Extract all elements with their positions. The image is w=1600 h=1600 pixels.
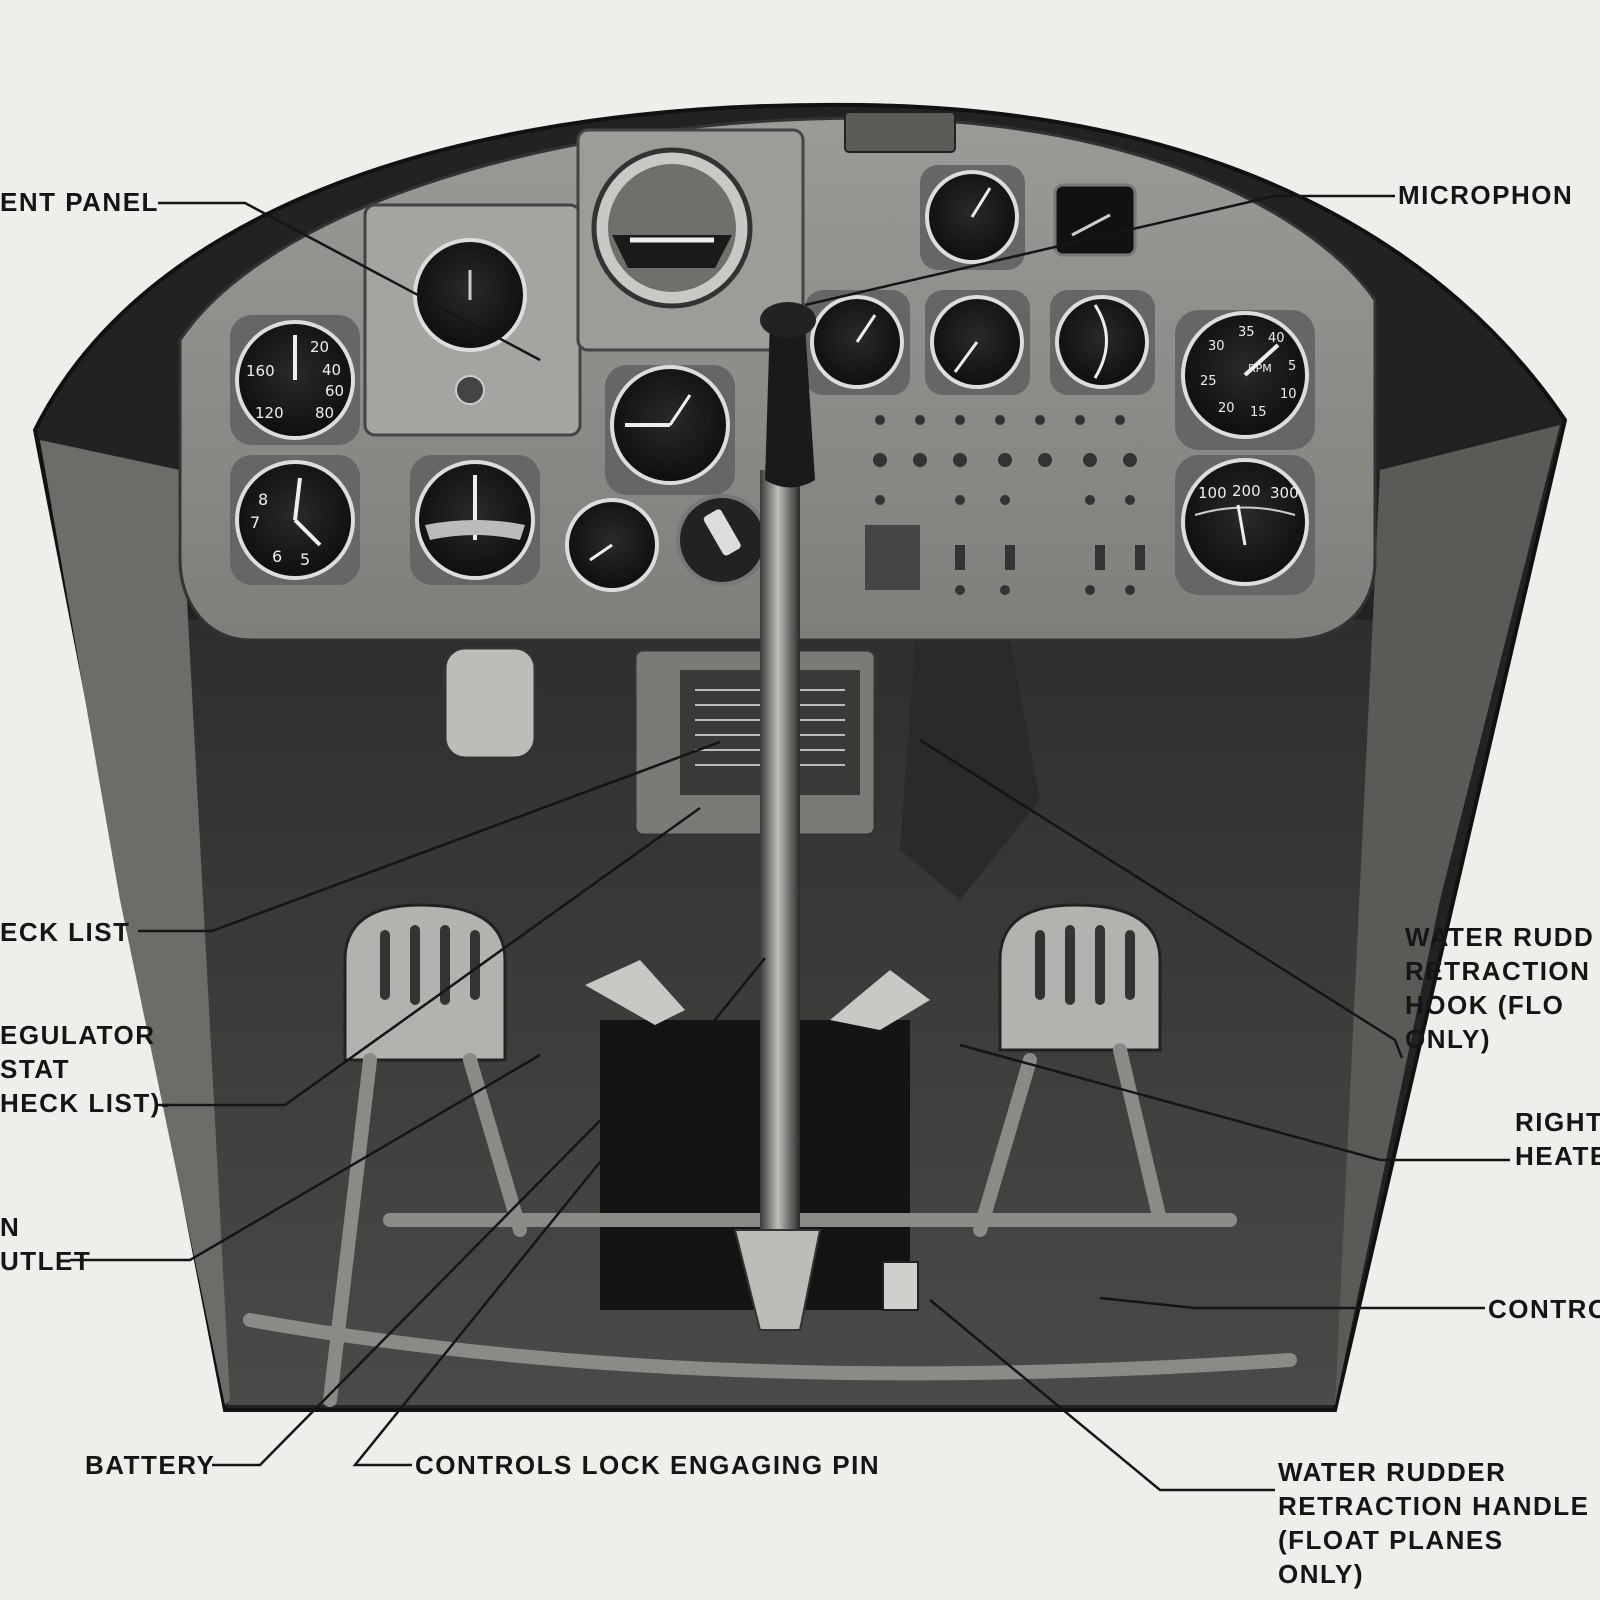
pressure-gauge [925, 290, 1030, 395]
label-water-rudder-handle-line-1: WATER RUDDER [1278, 1457, 1507, 1487]
fuel-gauge [1050, 290, 1155, 395]
manifold-gauge [920, 165, 1025, 270]
clock-gauge: 7 8 6 5 [230, 455, 360, 585]
label-water-rudder-hook: WATER RUDD RETRACTION HOOK (FLO ONLY) [1405, 920, 1594, 1056]
label-regulator-line-3: HECK LIST)- [0, 1088, 172, 1118]
left-side-wall [40, 440, 230, 1405]
tach-unit-label: RPM [1248, 362, 1272, 375]
clock-tick-6: 6 [272, 547, 282, 566]
switch-panel [865, 415, 1145, 595]
tach-tick-35: 35 [1238, 325, 1255, 340]
controls-lock-pin [882, 1261, 919, 1311]
temp-tick-100: 100 [1198, 484, 1227, 502]
airspeed-tick-80: 80 [315, 404, 334, 422]
label-water-rudder-handle: WATER RUDDER RETRACTION HANDLE (FLOAT PL… [1278, 1455, 1590, 1591]
tach-tick-20: 20 [1218, 401, 1235, 416]
airspeed-tick-20: 20 [310, 338, 329, 356]
tach-tick-25: 25 [1200, 374, 1217, 389]
label-regulator-line-2: STAT [0, 1054, 71, 1084]
label-water-rudder-hook-line-1: WATER RUDD [1405, 922, 1595, 952]
data-plate [844, 111, 956, 153]
label-right-heater: RIGHT HEATE [1515, 1105, 1600, 1173]
label-water-rudder-hook-line-2: RETRACTION [1405, 956, 1591, 986]
label-battery: BATTERY [85, 1450, 216, 1480]
label-outlet: N UTLET [0, 1210, 91, 1278]
small-gauge-lower [565, 498, 659, 592]
clock-tick-8: 8 [258, 490, 268, 509]
label-right-heater-line-1: RIGHT [1515, 1107, 1600, 1137]
microphone-body [443, 646, 537, 760]
label-water-rudder-hook-line-4: ONLY) [1405, 1024, 1491, 1054]
compass-gauge [413, 238, 527, 405]
label-check-list: ECK LIST [0, 917, 131, 947]
tach-tick-5: 5 [1288, 359, 1296, 374]
artificial-horizon-gauge [591, 147, 753, 309]
turn-indicator-gauge [410, 455, 540, 585]
label-water-rudder-handle-line-4: ONLY) [1278, 1559, 1364, 1589]
right-rudder-pedal [998, 903, 1162, 1052]
tach-tick-30: 30 [1208, 339, 1225, 354]
control-stick-knob [760, 302, 816, 338]
label-control: CONTRO [1488, 1294, 1600, 1324]
leader-outlet [70, 1053, 541, 1262]
left-brake-lever [585, 960, 685, 1025]
temperature-gauge: 100 200 300 [1175, 455, 1315, 595]
leader-control [1099, 1296, 1485, 1310]
tach-tick-15: 15 [1250, 405, 1267, 420]
label-outlet-line-2: UTLET [0, 1246, 92, 1276]
oil-gauge [805, 290, 910, 395]
altimeter-gauge [605, 365, 735, 495]
right-brake-lever [830, 970, 930, 1030]
label-microphone: MICROPHON [1398, 180, 1574, 210]
clock-tick-7: 7 [250, 513, 260, 532]
airspeed-gauge: 20 40 60 80 120 160 [230, 315, 360, 445]
control-stick-grip [765, 316, 815, 488]
airspeed-tick-120: 120 [255, 404, 284, 422]
temp-tick-300: 300 [1270, 484, 1299, 502]
leader-microphone [804, 194, 1395, 307]
leader-check-list [138, 740, 721, 933]
right-side-wall [1335, 425, 1560, 1405]
small-indicator [1053, 183, 1137, 257]
leader-lines [70, 194, 1510, 1492]
tachometer-gauge: RPM 30 35 40 25 15 10 20 5 [1175, 310, 1315, 450]
airspeed-tick-40: 40 [322, 361, 341, 379]
tach-tick-10: 10 [1280, 387, 1297, 402]
label-water-rudder-handle-line-2: RETRACTION HANDLE [1278, 1491, 1590, 1521]
leader-water-rudder-handle [929, 1299, 1275, 1492]
tach-tick-40: 40 [1268, 331, 1285, 346]
label-right-heater-line-2: HEATE [1515, 1141, 1600, 1171]
label-outlet-line-1: N [0, 1212, 21, 1242]
leader-right-heater [959, 1043, 1510, 1162]
label-water-rudder-handle-line-3: (FLOAT PLANES [1278, 1525, 1504, 1555]
control-stick-base [733, 1229, 822, 1331]
clock-tick-5: 5 [300, 550, 310, 569]
left-rudder-pedal [343, 903, 507, 1062]
airspeed-tick-60: 60 [325, 382, 344, 400]
label-water-rudder-hook-line-3: HOOK (FLO [1405, 990, 1565, 1020]
right-heater-duct [900, 640, 1040, 900]
leader-battery [212, 1079, 641, 1467]
label-regulator-line-1: EGULATOR [0, 1020, 156, 1050]
selector-knob [676, 494, 768, 586]
label-controls-lock-pin: CONTROLS LOCK ENGAGING PIN [415, 1450, 881, 1480]
leader-controls-lock [352, 957, 766, 1467]
airspeed-tick-160: 160 [246, 362, 275, 380]
label-instrument-panel: ENT PANEL [0, 187, 159, 217]
leader-water-rudder-hook [919, 738, 1404, 1059]
leader-instrument-panel [158, 201, 541, 362]
pedal-linkage [243, 1043, 1297, 1407]
control-stick [760, 470, 800, 1230]
label-regulator: EGULATOR STAT HECK LIST)- [0, 1018, 171, 1120]
leader-regulator [158, 806, 701, 1107]
temp-tick-200: 200 [1232, 482, 1261, 500]
